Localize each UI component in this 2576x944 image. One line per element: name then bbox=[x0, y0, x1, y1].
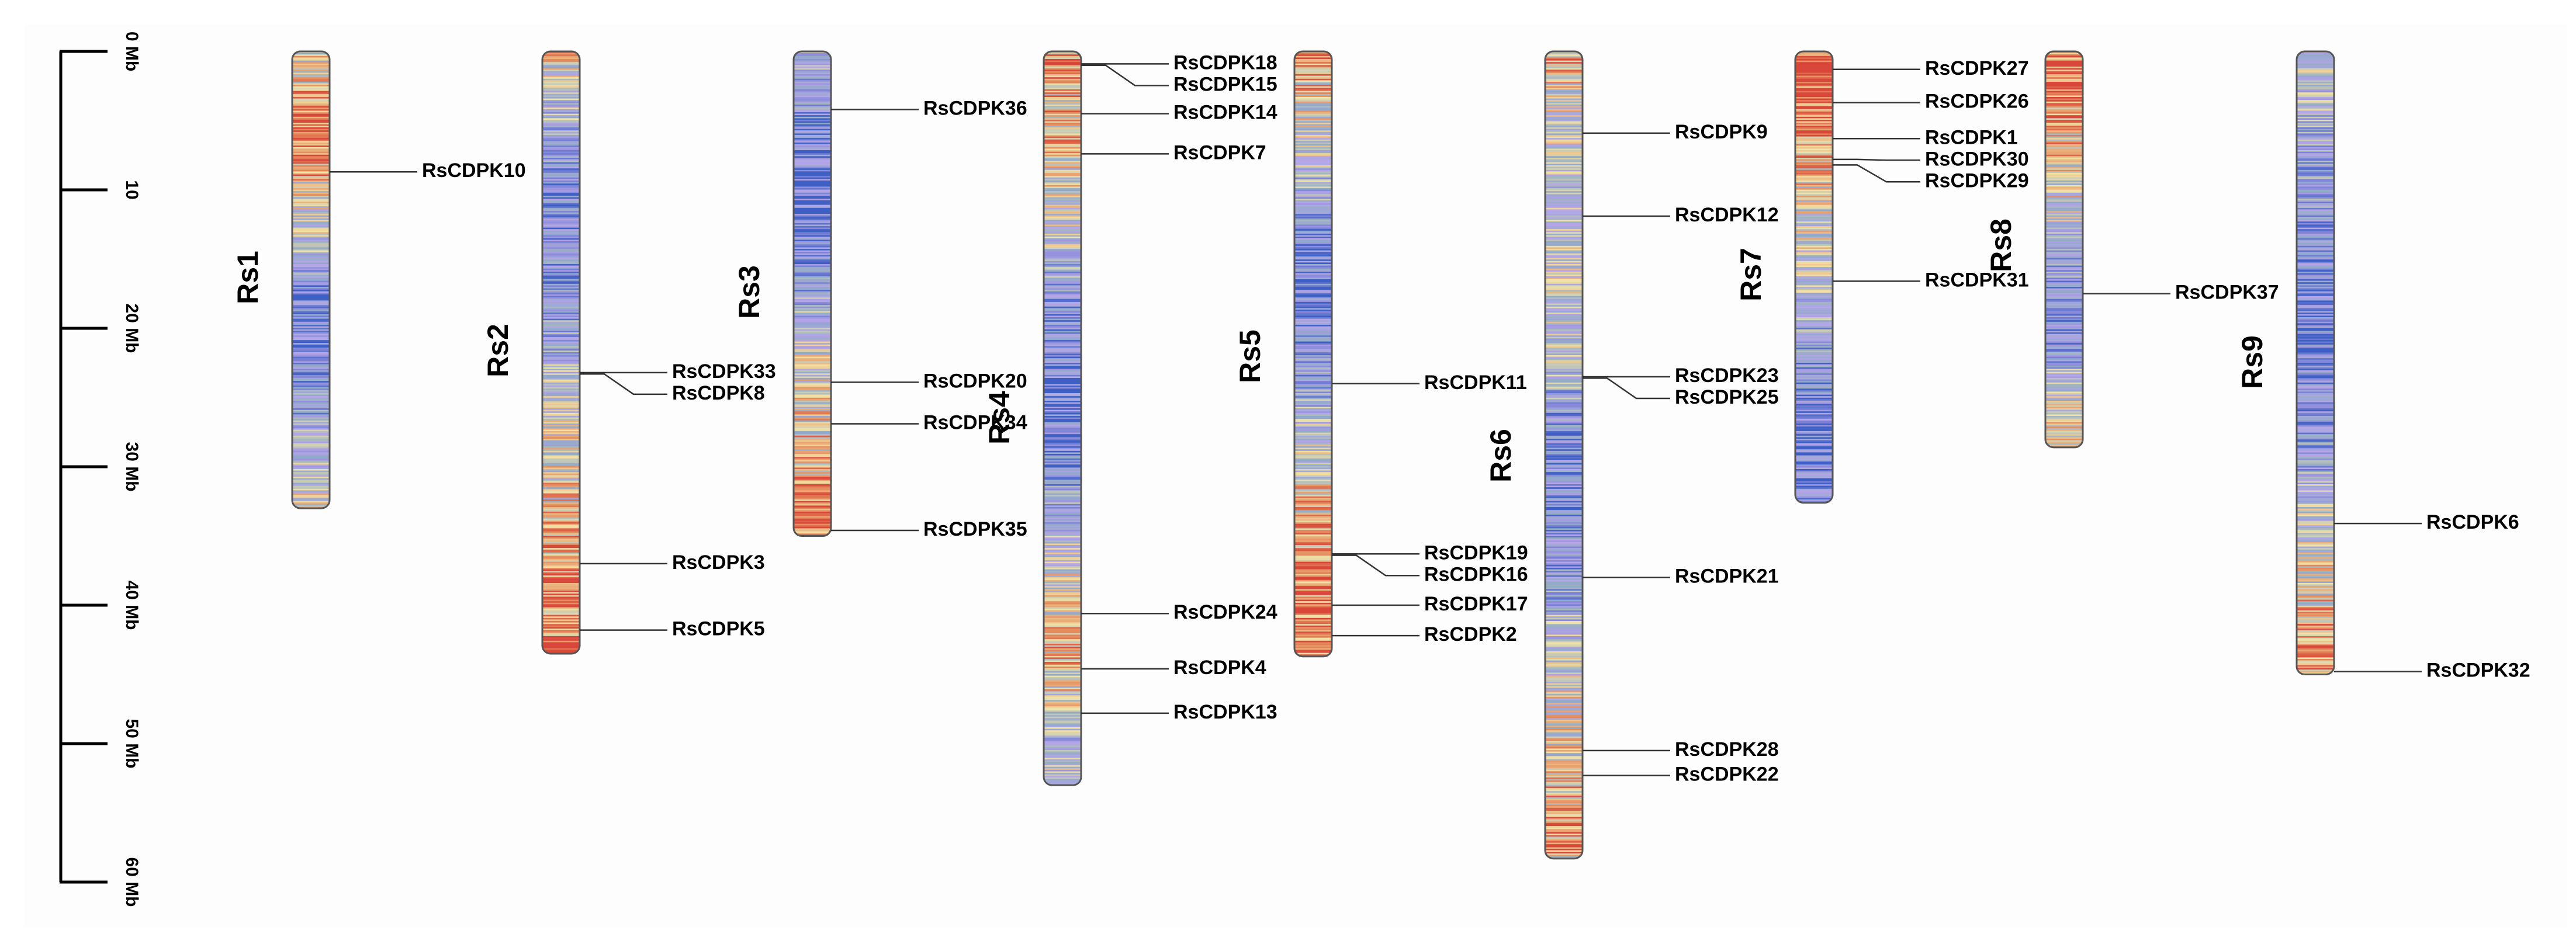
density-bands bbox=[2045, 51, 2083, 447]
chromosome-name: Rs4 bbox=[983, 391, 1016, 445]
gene-label-rscdpk4: RsCDPK4 bbox=[1173, 657, 1266, 679]
gene-label-rscdpk11: RsCDPK11 bbox=[1424, 372, 1527, 394]
gene-label-rscdpk6: RsCDPK6 bbox=[2426, 511, 2519, 533]
gene-label-rscdpk23: RsCDPK23 bbox=[1675, 365, 1779, 387]
density-bands bbox=[2297, 51, 2334, 675]
gene-label-rscdpk12: RsCDPK12 bbox=[1675, 204, 1779, 226]
gene-label-rscdpk32: RsCDPK32 bbox=[2426, 660, 2530, 682]
scale-tick-label: 60 Mb bbox=[122, 857, 141, 907]
chromosome-outline bbox=[2295, 50, 2335, 675]
chromosome-name: Rs9 bbox=[2236, 335, 2269, 389]
gene-label-rscdpk14: RsCDPK14 bbox=[1173, 102, 1277, 124]
chromosome-rs4: Rs4 RsCDPK18RsCDPK15RsCDPK14RsCDPK7RsCDPK… bbox=[983, 50, 1277, 786]
gene-label-rscdpk16: RsCDPK16 bbox=[1424, 563, 1528, 585]
density-bands bbox=[542, 51, 580, 654]
gene-label-rscdpk7: RsCDPK7 bbox=[1173, 141, 1266, 164]
gene-label-rscdpk19: RsCDPK19 bbox=[1424, 542, 1528, 564]
density-bands bbox=[292, 51, 330, 509]
chromosome-outline bbox=[1544, 50, 1584, 860]
density-bands bbox=[1294, 51, 1332, 657]
gene-label-rscdpk24: RsCDPK24 bbox=[1173, 601, 1277, 623]
density-bands bbox=[794, 51, 831, 536]
gene-label-rscdpk25: RsCDPK25 bbox=[1675, 386, 1779, 408]
gene-label-rscdpk9: RsCDPK9 bbox=[1675, 121, 1768, 143]
chromosome-outline bbox=[541, 50, 581, 655]
chromosome-outline bbox=[291, 50, 331, 509]
chromosome-rs1: Rs1 RsCDPK10 bbox=[231, 50, 526, 509]
gene-label-rscdpk21: RsCDPK21 bbox=[1675, 565, 1779, 588]
chromosome-outline bbox=[792, 50, 832, 537]
gene-label-rscdpk29: RsCDPK29 bbox=[1925, 169, 2029, 192]
chromosome-name: Rs5 bbox=[1234, 329, 1266, 383]
scale-tick-label: 10 bbox=[122, 180, 141, 199]
scale-bar: 0 Mb 10 20 Mb 30 Mb 40 Mb 50 Mb 60 Mb bbox=[59, 32, 141, 907]
gene-label-rscdpk35: RsCDPK35 bbox=[923, 518, 1027, 540]
chromosome-outline bbox=[1293, 50, 1333, 658]
density-bands bbox=[1545, 51, 1583, 859]
gene-label-rscdpk1: RsCDPK1 bbox=[1925, 126, 2018, 148]
chromosome-rs7: Rs7RsCDPK27RsCDPK26RsCDPK1RsCDPK30RsCDPK… bbox=[1734, 50, 2029, 504]
gene-label-rscdpk2: RsCDPK2 bbox=[1424, 623, 1517, 645]
gene-label-rscdpk31: RsCDPK31 bbox=[1925, 269, 2029, 291]
gene-label-rscdpk37: RsCDPK37 bbox=[2175, 282, 2279, 304]
gene-label-rscdpk10: RsCDPK10 bbox=[422, 159, 526, 182]
chromosome-name: Rs3 bbox=[733, 265, 766, 319]
gene-label-rscdpk20: RsCDPK20 bbox=[923, 370, 1027, 392]
gene-label-rscdpk36: RsCDPK36 bbox=[923, 98, 1027, 120]
gene-label-rscdpk18: RsCDPK18 bbox=[1173, 51, 1277, 74]
gene-connector bbox=[1583, 377, 1670, 400]
gene-label-rscdpk26: RsCDPK26 bbox=[1925, 91, 2029, 113]
gene-label-rscdpk34: RsCDPK34 bbox=[923, 412, 1027, 434]
chromosome-name: Rs6 bbox=[1484, 429, 1517, 483]
scale-tick-label: 40 Mb bbox=[122, 580, 141, 630]
chromosome-outline bbox=[2044, 50, 2084, 449]
gene-label-rscdpk27: RsCDPK27 bbox=[1925, 57, 2029, 79]
gene-label-rscdpk5: RsCDPK5 bbox=[672, 618, 765, 640]
chromosome-name: Rs8 bbox=[1985, 218, 2017, 272]
gene-label-rscdpk8: RsCDPK8 bbox=[672, 382, 765, 404]
gene-label-rscdpk30: RsCDPK30 bbox=[1925, 148, 2029, 170]
density-bands bbox=[1044, 51, 1081, 786]
gene-label-rscdpk17: RsCDPK17 bbox=[1424, 593, 1528, 615]
scale-tick-label: 50 Mb bbox=[122, 719, 141, 768]
gene-connector bbox=[1833, 158, 1920, 161]
gene-label-rscdpk22: RsCDPK22 bbox=[1675, 763, 1779, 785]
gene-connector bbox=[1081, 64, 1169, 86]
gene-connector bbox=[1833, 164, 1920, 183]
chromosome-outline bbox=[1043, 50, 1082, 786]
chromosome-name: Rs2 bbox=[482, 324, 514, 377]
density-bands bbox=[1795, 51, 1833, 503]
chromosome-name: Rs1 bbox=[231, 251, 264, 304]
scale-tick-label: 0 Mb bbox=[122, 32, 141, 71]
chromosome-outline bbox=[1794, 50, 1834, 504]
gene-label-rscdpk28: RsCDPK28 bbox=[1675, 738, 1779, 761]
gene-connector bbox=[580, 373, 667, 395]
scale-tick-label: 30 Mb bbox=[122, 442, 141, 491]
gene-connector bbox=[1332, 554, 1419, 577]
gene-label-rscdpk15: RsCDPK15 bbox=[1173, 73, 1277, 95]
gene-label-rscdpk33: RsCDPK33 bbox=[672, 360, 776, 383]
gene-label-rscdpk3: RsCDPK3 bbox=[672, 551, 765, 574]
gene-label-rscdpk13: RsCDPK13 bbox=[1173, 701, 1277, 723]
scale-tick-label: 20 Mb bbox=[122, 303, 141, 353]
chromosome-name: Rs7 bbox=[1734, 248, 1767, 301]
chromosome-rs6: Rs6 RsCDPK9RsCDPK12RsCDPK23RsCDPK25RsCDPK… bbox=[1484, 50, 1779, 860]
